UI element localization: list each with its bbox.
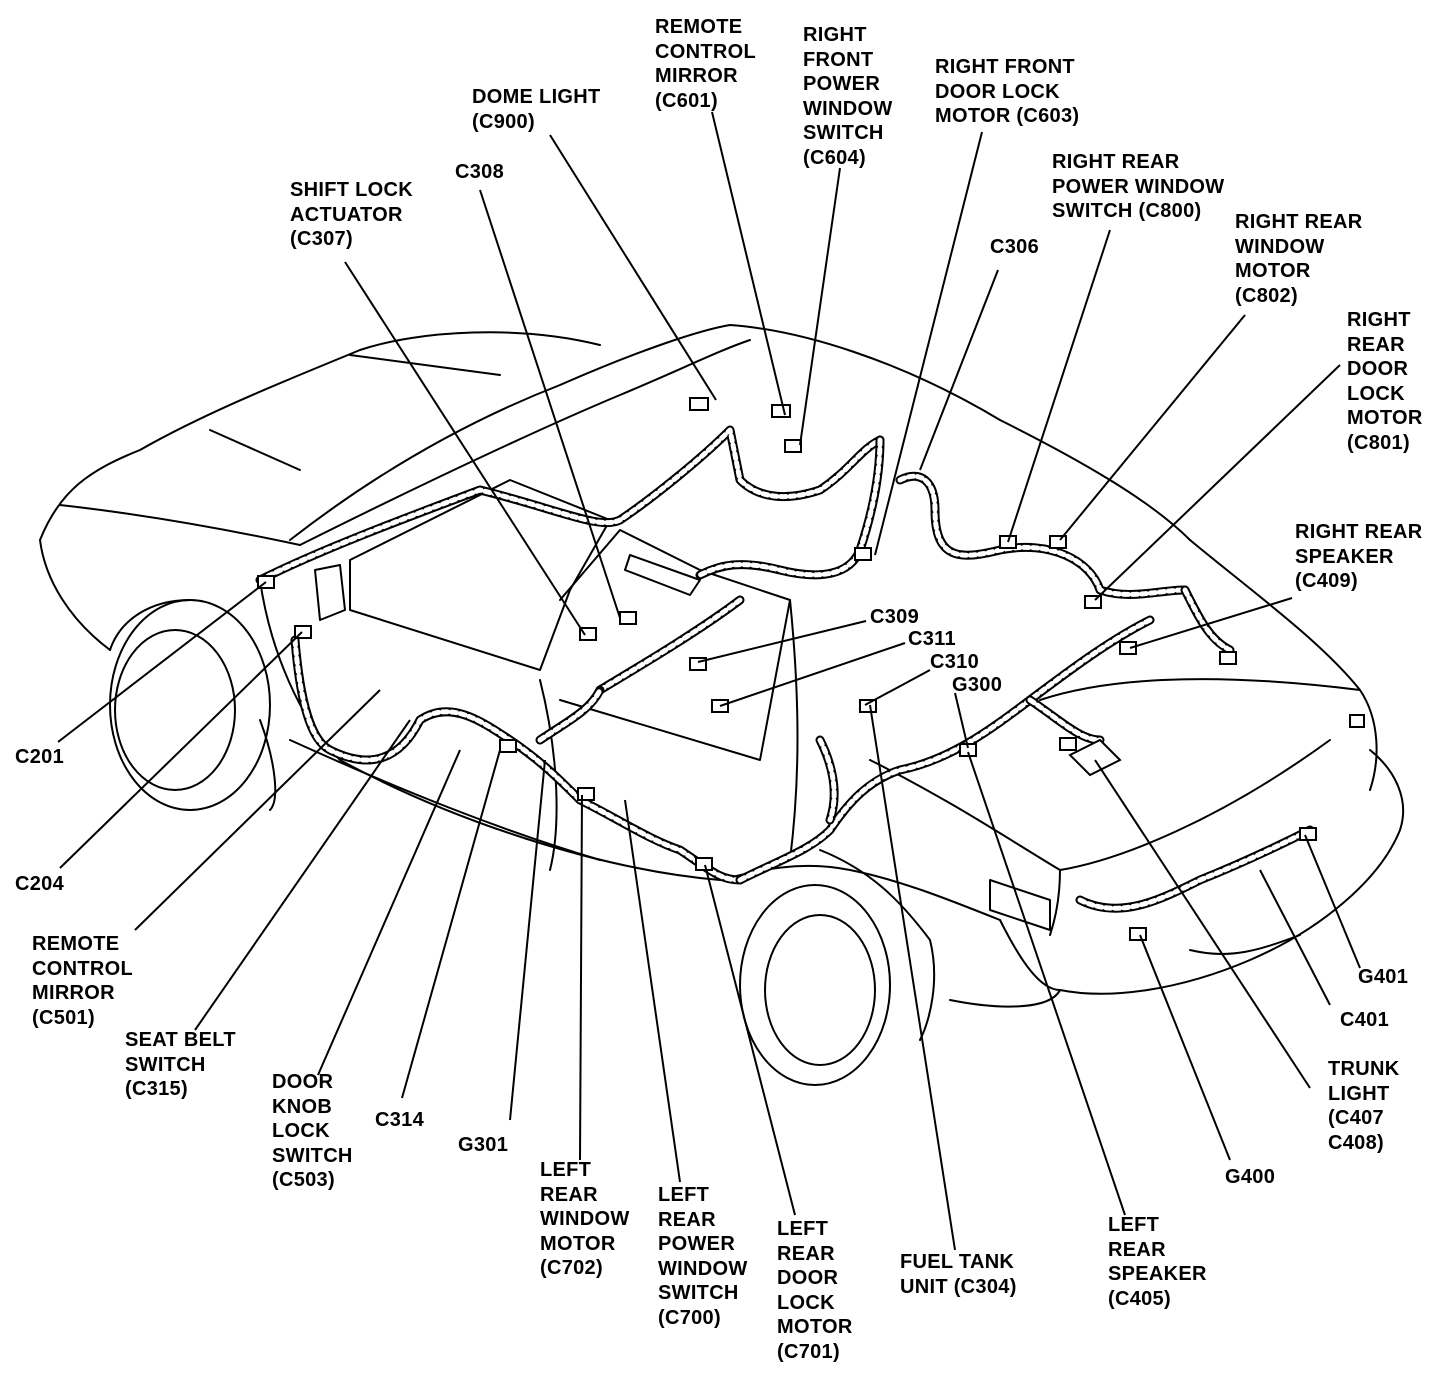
label-right-rear-window-motor: RIGHT REAR WINDOW MOTOR (C802) bbox=[1235, 211, 1363, 307]
label-c201: C201 bbox=[15, 746, 65, 768]
label-c311: C311 bbox=[908, 628, 956, 650]
car-body-outline bbox=[39, 324, 1405, 1086]
label-dome-light: DOME LIGHT (C900) bbox=[472, 86, 601, 133]
label-c308: C308 bbox=[455, 161, 505, 183]
label-g300: G300 bbox=[952, 674, 1003, 696]
label-left-rear-power-window-switch: LEFT REAR POWER WINDOW SWITCH (C700) bbox=[658, 1184, 748, 1329]
label-left-rear-speaker: LEFT REAR SPEAKER (C405) bbox=[1108, 1214, 1207, 1310]
connectors bbox=[257, 397, 1365, 941]
label-right-rear-power-window-switch: RIGHT REAR POWER WINDOW SWITCH (C800) bbox=[1052, 151, 1225, 222]
label-c314: C314 bbox=[375, 1109, 425, 1131]
label-c306: C306 bbox=[990, 236, 1040, 258]
label-g401: G401 bbox=[1358, 966, 1409, 988]
label-shift-lock-actuator: SHIFT LOCK ACTUATOR (C307) bbox=[290, 179, 413, 250]
label-door-knob-lock-switch: DOOR KNOB LOCK SWITCH (C503) bbox=[272, 1071, 353, 1191]
label-c310: C310 bbox=[930, 651, 980, 673]
leader-lines bbox=[57, 111, 1361, 1251]
label-right-front-power-window-switch: RIGHT FRONT POWER WINDOW SWITCH (C604) bbox=[803, 24, 893, 169]
label-c401: C401 bbox=[1340, 1009, 1390, 1031]
label-right-rear-door-lock-motor: RIGHT REAR DOOR LOCK MOTOR (C801) bbox=[1347, 309, 1423, 454]
label-trunk-light: TRUNK LIGHT (C407 C408) bbox=[1328, 1058, 1400, 1154]
label-c309: C309 bbox=[870, 606, 920, 628]
label-g301: G301 bbox=[458, 1134, 509, 1156]
label-right-front-door-lock-motor: RIGHT FRONT DOOR LOCK MOTOR (C603) bbox=[935, 56, 1080, 127]
label-left-rear-window-motor: LEFT REAR WINDOW MOTOR (C702) bbox=[540, 1159, 630, 1279]
label-g400: G400 bbox=[1225, 1166, 1276, 1188]
label-seat-belt-switch: SEAT BELT SWITCH (C315) bbox=[125, 1029, 236, 1100]
wiring-harness bbox=[255, 425, 1315, 913]
label-c204: C204 bbox=[15, 873, 65, 895]
label-remote-control-mirror-c601: REMOTE CONTROL MIRROR (C601) bbox=[655, 16, 756, 112]
label-remote-control-mirror-c501: REMOTE CONTROL MIRROR (C501) bbox=[32, 933, 133, 1029]
label-right-rear-speaker: RIGHT REAR SPEAKER (C409) bbox=[1295, 521, 1423, 592]
label-fuel-tank-unit: FUEL TANK UNIT (C304) bbox=[900, 1251, 1017, 1298]
label-left-rear-door-lock-motor: LEFT REAR DOOR LOCK MOTOR (C701) bbox=[777, 1218, 853, 1363]
